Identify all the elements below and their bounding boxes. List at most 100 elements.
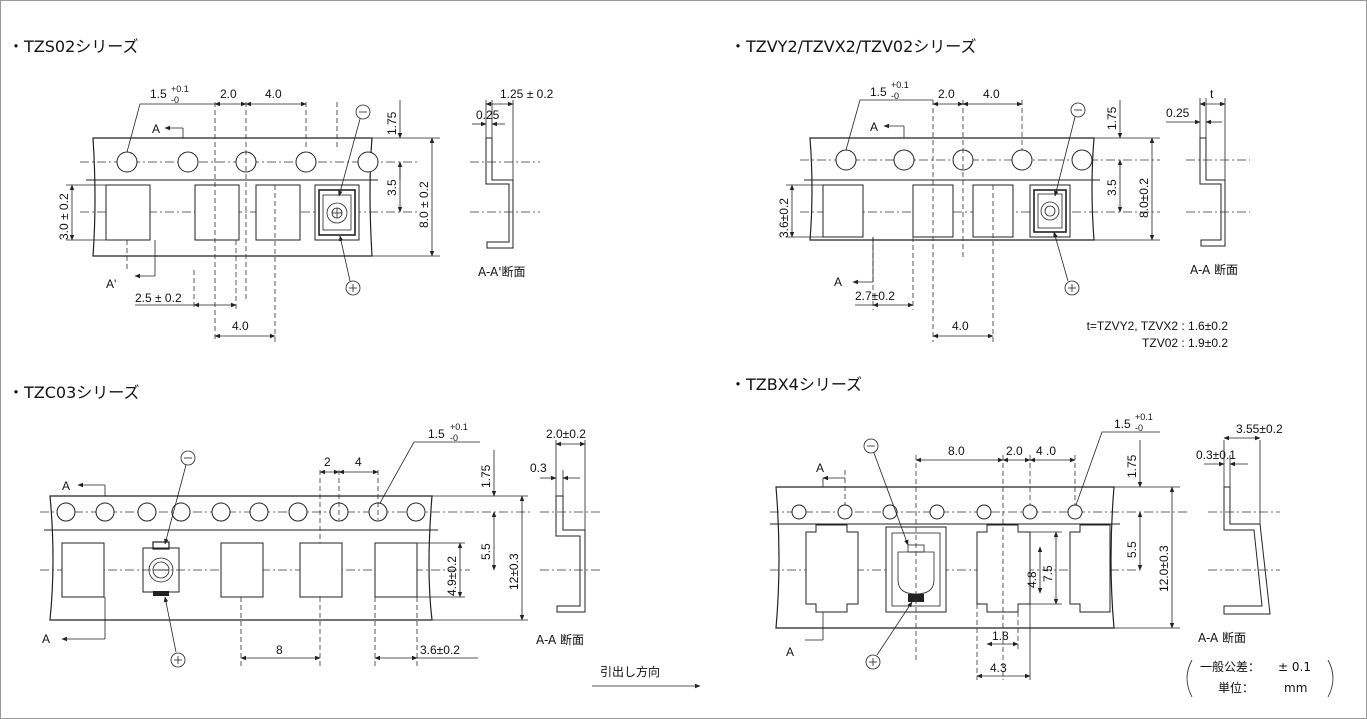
hole-to-pocket-dim: 5.5: [479, 543, 493, 560]
sprocket-hole: [1011, 149, 1033, 171]
section-title: ・TZS02シリーズ: [8, 37, 138, 56]
minus-polarity-icon: [355, 104, 371, 120]
section-tzs02: ・TZS02シリーズ 1.5 +0.1 -0 2.0 4.0 A A': [8, 37, 554, 342]
sprocket-hole: [137, 502, 157, 522]
pitch-4-dim: 4: [355, 455, 362, 469]
section-mark-a: A: [42, 632, 50, 646]
hole-diameter-dim: 1.5: [428, 427, 445, 441]
section-title: ・TZBX4シリーズ: [730, 375, 862, 394]
plus-polarity-icon: [170, 652, 186, 668]
tolerance-minus: -0: [171, 95, 179, 105]
section-tzvy2: ・TZVY2/TZVX2/TZV02シリーズ 1.5 +0.1 -0 2.0 4…: [730, 37, 1250, 350]
trimmer-component: [1033, 189, 1067, 233]
section-mark-a-prime: A': [106, 277, 116, 291]
plus-polarity-icon: [865, 654, 881, 670]
plus-polarity-icon: [1064, 280, 1080, 296]
sprocket-hole: [288, 502, 308, 522]
section-title: ・TZC03シリーズ: [8, 383, 139, 402]
tolerance-minus: -0: [891, 91, 899, 101]
edge-dim: 1.75: [479, 464, 493, 488]
tape-thickness-dim: 0.25: [1166, 106, 1190, 120]
tape-pocket: [1069, 524, 1111, 613]
cross-section-caption: A-A 断面: [1198, 630, 1246, 645]
pocket-width-dim: 4.3: [990, 661, 1007, 675]
component-thickness-dim: t: [1210, 87, 1214, 101]
pitch-2-dim: 2: [324, 455, 331, 469]
trimmer-component: [318, 189, 356, 236]
edge-dim: 1.75: [1125, 454, 1139, 478]
pocket-height-dim: 7.5: [1041, 565, 1055, 582]
thickness-note-line: t=TZVY2, TZVX2 : 1.6±0.2: [1087, 319, 1229, 333]
section-tzbx4: ・TZBX4シリーズ 8.0 2.0 4 .0 1.5 +0.1 -0 A A: [730, 375, 1283, 680]
section-mark-a: A: [62, 479, 70, 493]
sprocket-hole: [1071, 149, 1093, 171]
pitch-2-dim: 2.0: [1006, 444, 1023, 458]
pitch-bottom-dim: 4.0: [232, 319, 249, 333]
tape-thickness-dim: 0.3±0.1: [1196, 448, 1236, 462]
sprocket-hole: [177, 151, 199, 173]
sprocket-hole: [295, 151, 317, 173]
pocket-offset-dim: 2.5 ± 0.2: [135, 291, 182, 305]
sprocket-hole: [357, 151, 379, 173]
tolerance-note: 一般公差： ± 0.1 単位： mm: [1186, 659, 1334, 698]
component-thickness-dim: 1.25 ± 0.2: [500, 87, 554, 101]
hole-diameter-dim: 1.5: [150, 87, 167, 101]
tolerance-plus: +0.1: [450, 422, 468, 432]
section-mark-a: A: [834, 275, 842, 289]
sprocket-hole: [791, 504, 807, 520]
sprocket-hole: [1067, 504, 1083, 520]
sprocket-hole: [211, 502, 231, 522]
tolerance-minus: -0: [450, 433, 458, 443]
trimmer-component: [142, 541, 180, 596]
tape-width-dim: 8.0 ± 0.2: [417, 181, 431, 228]
cross-section-caption: A-A 断面: [536, 632, 584, 647]
unit-label: 単位：: [1218, 680, 1254, 695]
pitch-8-dim: 8.0: [948, 444, 965, 458]
sprocket-hole: [249, 502, 269, 522]
tape-pocket: [1029, 184, 1071, 238]
pocket-width-dim: 3.0 ± 0.2: [57, 193, 71, 240]
sprocket-hole: [56, 502, 76, 522]
section-mark-a: A: [870, 120, 878, 134]
sprocket-hole: [976, 504, 992, 520]
tape-pocket: [805, 524, 859, 613]
cross-section-caption: A-A 断面: [1190, 262, 1238, 277]
component-thickness-dim: 3.55±0.2: [1236, 422, 1283, 436]
thickness-note-line: TZV02 : 1.9±0.2: [1142, 336, 1228, 350]
tape-pocket: [194, 184, 240, 241]
tape-pocket: [299, 542, 343, 598]
minus-polarity-icon: [1070, 102, 1086, 118]
section-mark-a: A: [816, 461, 824, 475]
hole-to-pocket-dim: 5.5: [1125, 541, 1139, 558]
hole-to-pocket-dim: 3.5: [385, 179, 399, 196]
pocket-width-dim: 3.6±0.2: [777, 198, 791, 238]
section-title: ・TZVY2/TZVX2/TZV02シリーズ: [730, 37, 976, 56]
tape-width-dim: 8.0±0.2: [1137, 178, 1151, 218]
sprocket-hole: [835, 149, 857, 171]
sprocket-hole: [929, 504, 945, 520]
sprocket-hole: [171, 502, 191, 522]
general-tolerance-label: 一般公差：: [1200, 659, 1260, 674]
tape-pocket: [105, 184, 151, 241]
section-mark-a: A: [786, 645, 794, 659]
pull-direction-label: 引出し方向: [600, 664, 660, 679]
cross-section-view: 0.25 t A-A 断面: [1166, 87, 1250, 277]
plus-polarity-icon: [345, 280, 361, 296]
cross-section-view: 0.25 1.25 ± 0.2 A-A'断面: [470, 87, 554, 279]
pitch-bottom-dim: 8: [276, 643, 283, 657]
pitch-4-dim: 4 .0: [1036, 444, 1056, 458]
sprocket-hole: [116, 151, 138, 173]
pitch-2-dim: 2.0: [220, 87, 237, 101]
pocket-offset-dim: 2.7±0.2: [855, 289, 895, 303]
minus-polarity-icon: [863, 438, 879, 454]
unit-value: mm: [1284, 681, 1307, 695]
cross-section-view: 0.3 2.0±0.2 A-A 断面: [530, 427, 600, 647]
sprocket-hole: [837, 504, 853, 520]
tape-thickness-dim: 0.3: [530, 461, 547, 475]
cross-section-view: 0.3±0.1 3.55±0.2 A-A 断面: [1196, 422, 1283, 645]
hole-diameter-dim: 1.5: [870, 85, 887, 99]
section-tzc03: ・TZC03シリーズ 2 4 1.5 +0.1 -0 A A: [8, 383, 600, 668]
cross-section-caption: A-A'断面: [478, 264, 526, 279]
section-mark-a: A: [152, 122, 160, 136]
